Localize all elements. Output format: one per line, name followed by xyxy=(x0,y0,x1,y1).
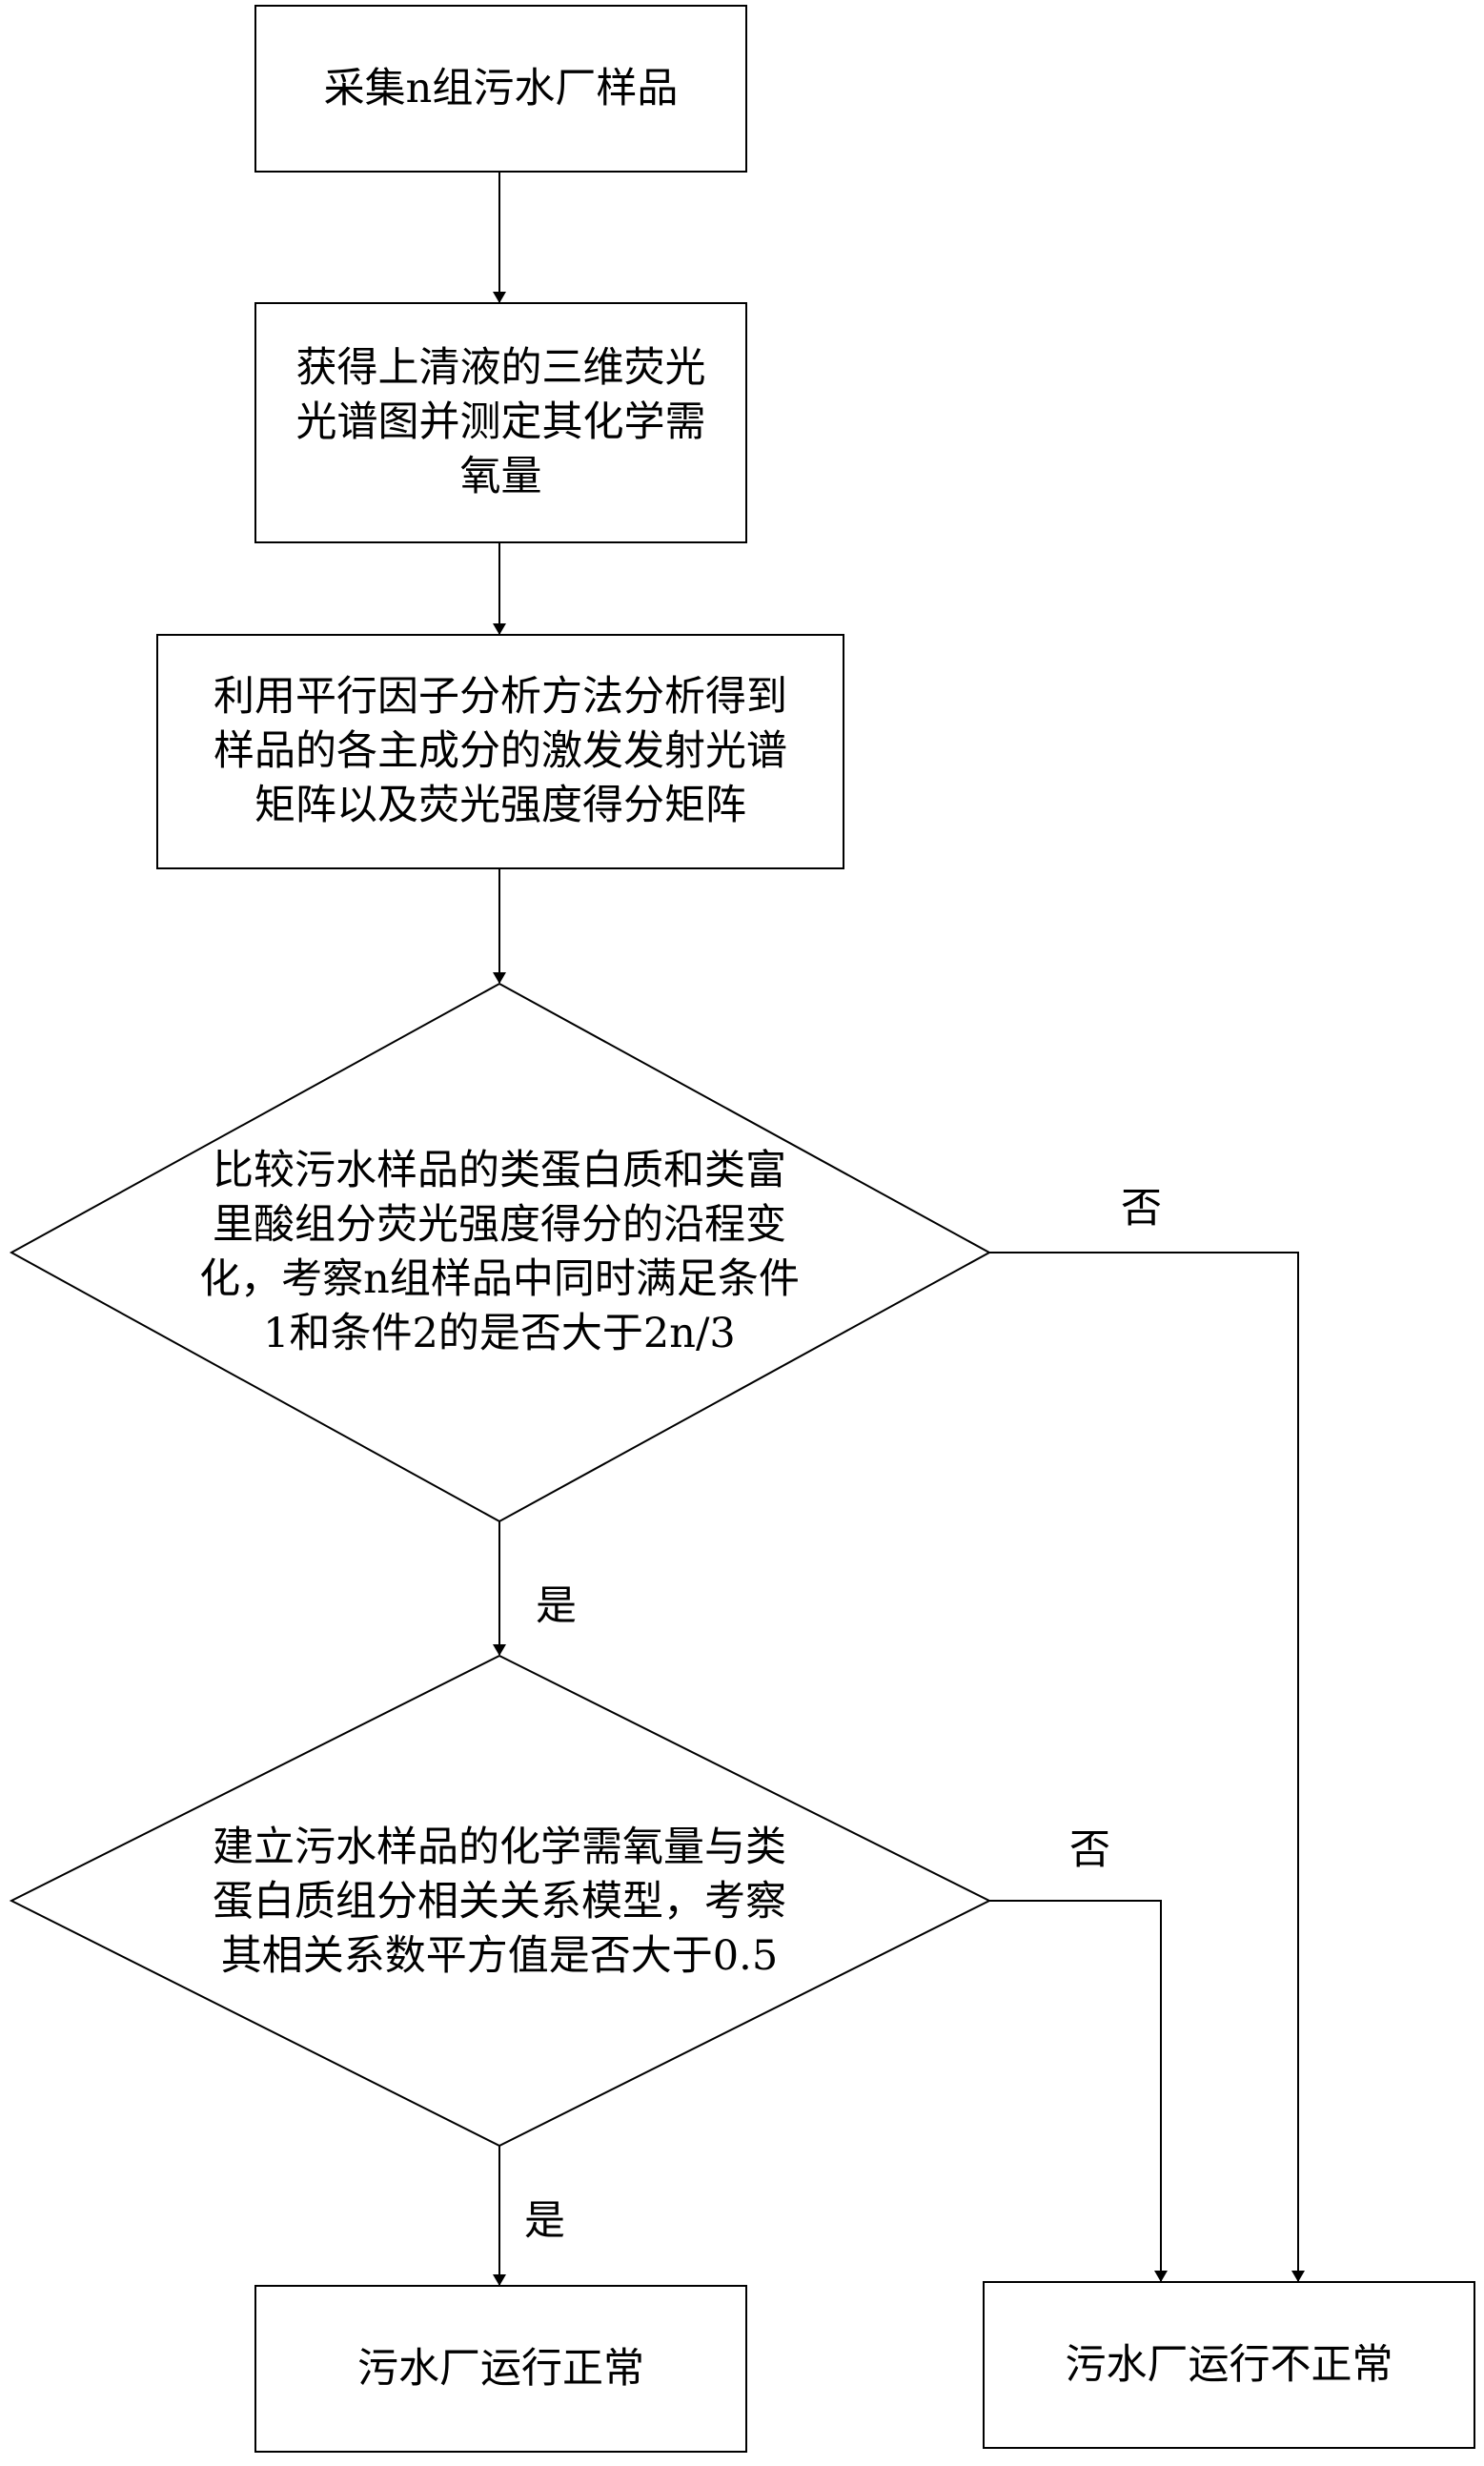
node-abnormal-label: 污水厂运行不正常 xyxy=(1065,2340,1393,2389)
node-normal-label: 污水厂运行正常 xyxy=(357,2344,644,2393)
node-spectra-label: 获得上清液的三维荧光 光谱图并测定其化学需 氧量 xyxy=(295,344,706,500)
node-spectra-box xyxy=(254,302,747,543)
node-collect-box xyxy=(254,5,747,173)
node-parafac-box xyxy=(156,634,844,869)
node-decision2-label: 建立污水样品的化学需氧量与类 蛋白质组分相关关系模型，考察 其相关系数平方值是否… xyxy=(213,1823,786,1980)
node-decision1-label: 比较污水样品的类蛋白质和类富 里酸组分荧光强度得分的沿程变 化，考察n组样品中同… xyxy=(199,1147,800,1357)
edge-decision1-no xyxy=(989,1252,1305,2282)
edge-decision2-yes-label: 是 xyxy=(524,2197,565,2245)
edge-decision2-no-label: 否 xyxy=(1069,1826,1110,1874)
edge-decision2-no xyxy=(989,1900,1168,2282)
edge-decision1-no-label: 否 xyxy=(1121,1185,1162,1233)
node-collect-label: 采集n组污水厂样品 xyxy=(323,64,679,112)
node-parafac-label: 利用平行因子分析方法分析得到 样品的各主成分的激发发射光谱 矩阵以及荧光强度得分… xyxy=(213,673,787,829)
edge-decision1-yes-label: 是 xyxy=(536,1582,577,1630)
node-abnormal-box xyxy=(983,2281,1475,2449)
node-normal-box xyxy=(254,2285,747,2453)
